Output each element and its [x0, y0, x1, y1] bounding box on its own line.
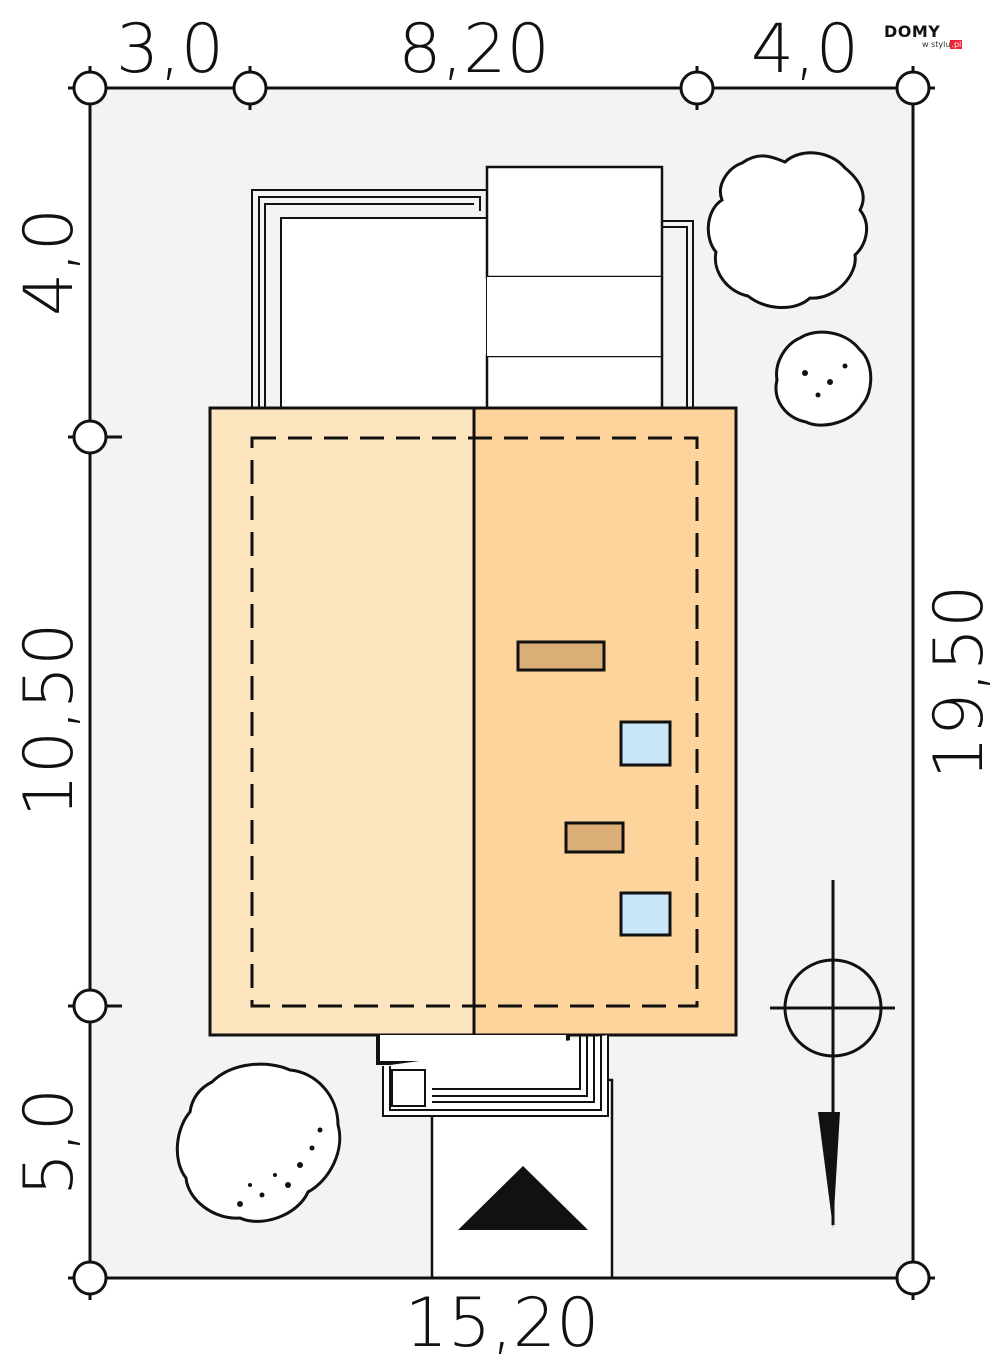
roof-right-slope: [472, 406, 738, 1037]
rear-annex: [485, 165, 664, 412]
dimension-right: 19,50: [920, 585, 995, 780]
entrance-arrow-icon: [458, 1166, 588, 1230]
building-footprint-outline: [250, 436, 699, 1008]
entrance-steps: [376, 1035, 609, 1117]
logo-main-text: DOMY: [884, 22, 941, 41]
chimney: [516, 640, 606, 672]
tree-icon: [175, 1062, 342, 1223]
tree-icon: [706, 151, 869, 310]
tree-marks: [802, 363, 848, 398]
north-arrow-icon: [770, 880, 895, 1228]
skylight: [619, 720, 672, 767]
tree-icon: [774, 330, 873, 427]
chimney: [564, 821, 625, 854]
roof-left-slope: [208, 406, 476, 1037]
logo-sub-text: w stylu.pl: [922, 40, 963, 49]
dimension-left-middle: 10,50: [10, 623, 89, 818]
logo-sub-prefix: w stylu: [922, 40, 951, 49]
dimension-nodes: [72, 70, 931, 1296]
rear-terrace: [251, 189, 694, 411]
dimension-top-left: 3,0: [116, 10, 224, 89]
dimension-bottom: 15,20: [405, 1284, 600, 1363]
logo-sub-suffix: .pl: [950, 40, 963, 49]
dimension-top-middle: 8,20: [398, 10, 549, 89]
tree-marks: [237, 1127, 323, 1207]
skylight: [619, 891, 672, 937]
dimension-left-bottom: 5,0: [10, 1088, 89, 1196]
dimension-left-top: 4,0: [10, 208, 89, 316]
dimension-top-right: 4,0: [751, 10, 859, 89]
brand-logo: DOMY w stylu.pl: [884, 22, 974, 58]
rear-gap: [487, 277, 662, 356]
